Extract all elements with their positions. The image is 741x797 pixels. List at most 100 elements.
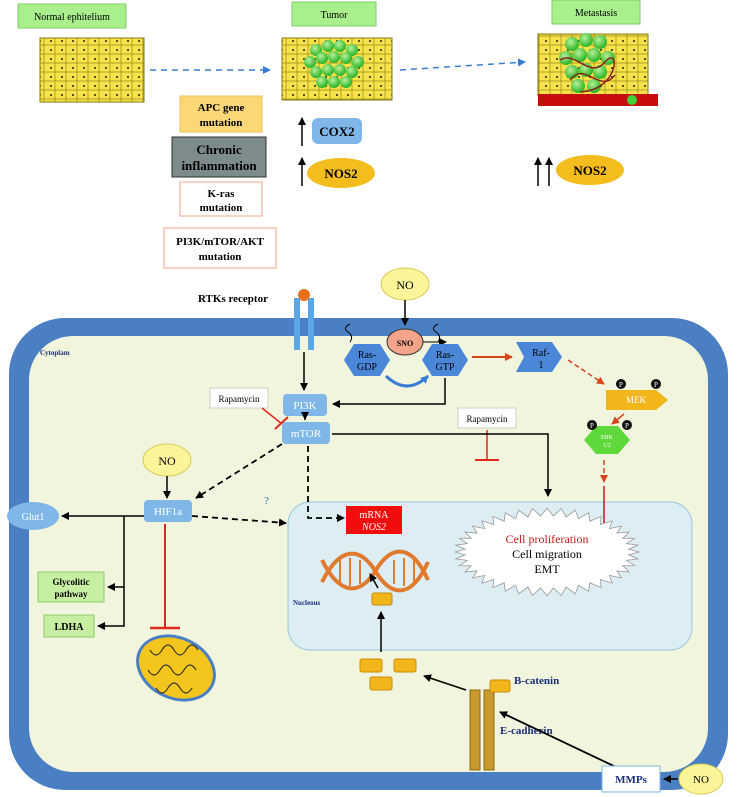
mtor-to-proliferation-arrow — [332, 433, 552, 497]
glut1-node: Glut1 — [7, 502, 59, 530]
no-node-left-label: NO — [158, 454, 176, 468]
cause-apc-line2: mutation — [200, 117, 243, 129]
outcome-emt: EMT — [534, 562, 560, 576]
no-node-bottom: NO — [678, 763, 724, 795]
cause-inflammation: Chronic inflammation — [171, 136, 267, 178]
blood-vessel — [538, 94, 658, 106]
mmps-to-ecadherin-arrow — [499, 711, 619, 769]
pi3k-label: PI3K — [293, 400, 316, 412]
raf-to-mek-arrow — [567, 359, 605, 385]
no-node-top: NO — [380, 267, 430, 301]
outcome-migration: Cell migration — [512, 547, 582, 561]
mmps-label: MMPs — [615, 774, 647, 786]
metastasis-nos2-label: NOS2 — [573, 163, 606, 178]
sno-node: SNO — [386, 328, 424, 356]
ras-gtp-node: Ras- GTP — [422, 323, 468, 376]
hif1a-to-nucleus-dashed — [191, 515, 287, 527]
mek-label: MEK — [626, 395, 647, 405]
cause-pi3k: PI3K/mTOR/AKT mutation — [163, 227, 277, 269]
tumor-nos2-label: NOS2 — [324, 166, 357, 181]
metastasis-mass — [559, 33, 616, 93]
rapamycin-box-2: Rapamycin — [457, 407, 517, 429]
rtk-receptor — [294, 289, 314, 350]
rapamycin-inhibit-bar-1 — [274, 416, 289, 430]
bcatenin-label: B-catenin — [514, 675, 559, 687]
cause-inflammation-line2: inflammation — [181, 158, 257, 173]
cause-kras: K-ras mutation — [179, 181, 263, 217]
mtor-to-mrna-dashed — [307, 446, 345, 522]
hif1a-node: HIF1a — [144, 500, 192, 522]
ecadherin-label: E-cadherin — [500, 725, 553, 737]
cause-inflammation-line1: Chronic — [196, 142, 241, 157]
erk-line1: ERK — [601, 435, 614, 441]
stage-metastasis-label: Metastasis — [575, 8, 617, 19]
raf-line2: 1 — [539, 360, 544, 371]
bcatenin-pool — [359, 658, 417, 691]
tumor-nos2: NOS2 — [307, 158, 375, 188]
tumor-cox2-label: COX2 — [319, 124, 354, 139]
mek-phospho-1: P — [619, 381, 623, 389]
mek-node: MEK P P — [606, 379, 668, 410]
mrna-line1: mRNA — [360, 510, 390, 521]
question-mark: ? — [264, 495, 269, 507]
hif1a-label: HIF1a — [154, 506, 182, 518]
stage-normal: Normal ephitelium — [17, 3, 145, 103]
glut1-label: Glut1 — [22, 512, 45, 523]
ras-gtp-line1: Ras- — [436, 350, 454, 361]
outcome-proliferation: Cell proliferation — [506, 532, 589, 546]
mtor-to-hif1a-dashed — [195, 443, 283, 499]
rapamycin-box-1: Rapamycin — [209, 387, 269, 409]
outcome-burst: Cell proliferation Cell migration EMT — [453, 507, 641, 597]
ras-gdp-line1: Ras- — [358, 350, 376, 361]
erk-phospho-1: P — [590, 422, 594, 430]
rasgtp-to-pi3k-arrow — [332, 378, 446, 408]
sno-node-label: SNO — [397, 339, 413, 348]
normal-epithelium-tissue — [39, 37, 145, 103]
tumor-cox2: COX2 — [312, 118, 362, 144]
raf-line1: Raf- — [532, 348, 550, 359]
mmps-node: MMPs — [601, 765, 661, 793]
cause-apc-line1: APC gene — [198, 102, 245, 114]
hif1a-to-ldha-arrow — [97, 587, 125, 630]
ras-gdp-node: Ras- GDP — [344, 323, 390, 376]
ras-cycle-arrow — [384, 374, 430, 388]
ldha-label: LDHA — [55, 622, 85, 633]
stage-tumor: Tumor — [281, 1, 393, 101]
rapamycin-label-1: Rapamycin — [219, 394, 260, 404]
cause-pi3k-line1: PI3K/mTOR/AKT — [176, 236, 264, 248]
mtor-label: mTOR — [291, 428, 322, 440]
receptor-label: RTKs receptor — [198, 293, 268, 305]
ras-gdp-line2: GDP — [357, 362, 377, 373]
glycolytic-line2: pathway — [54, 589, 88, 599]
progression-arrow-2 — [399, 58, 526, 71]
cytoplasm-label: Cytoplam — [40, 349, 70, 357]
bcatenin-release-arrow — [423, 674, 467, 691]
bcatenin-to-dna-arrow — [369, 573, 379, 589]
raf-node: Raf- 1 — [516, 342, 562, 372]
erk-line2: 1/2 — [603, 443, 611, 449]
circulating-tumor-cell — [627, 95, 637, 105]
stage-tumor-label: Tumor — [321, 10, 349, 21]
erk-node: ERK 1/2 P P — [584, 420, 632, 454]
mrna-line2: NOS2 — [361, 522, 386, 533]
mtor-node: mTOR — [282, 422, 330, 444]
nucleus-label: Nucleous — [293, 599, 321, 607]
rapamycin-inhibit-mtor — [261, 407, 283, 425]
mek-to-erk-arrow — [611, 413, 625, 425]
bcatenin-nuclear — [371, 592, 393, 606]
cause-kras-line1: K-ras — [208, 188, 236, 200]
mrna-node: mRNA NOS2 — [346, 506, 402, 534]
glycolytic-node: Glycolitic pathway — [37, 571, 105, 603]
glycolytic-line1: Glycolitic — [53, 577, 90, 587]
pi3k-node: PI3K — [283, 394, 327, 416]
rapamycin-label-2: Rapamycin — [467, 414, 508, 424]
ecadherin-complex — [469, 679, 511, 771]
erk-phospho-2: P — [625, 422, 629, 430]
tumor-mass — [304, 40, 364, 88]
cause-kras-line2: mutation — [200, 202, 243, 214]
metastasis-nos2: NOS2 — [556, 155, 624, 185]
no-node-top-label: NO — [396, 278, 414, 292]
stage-normal-label: Normal ephitelium — [34, 12, 110, 23]
ras-gtp-line2: GTP — [436, 362, 455, 373]
cause-apc: APC gene mutation — [179, 95, 263, 133]
